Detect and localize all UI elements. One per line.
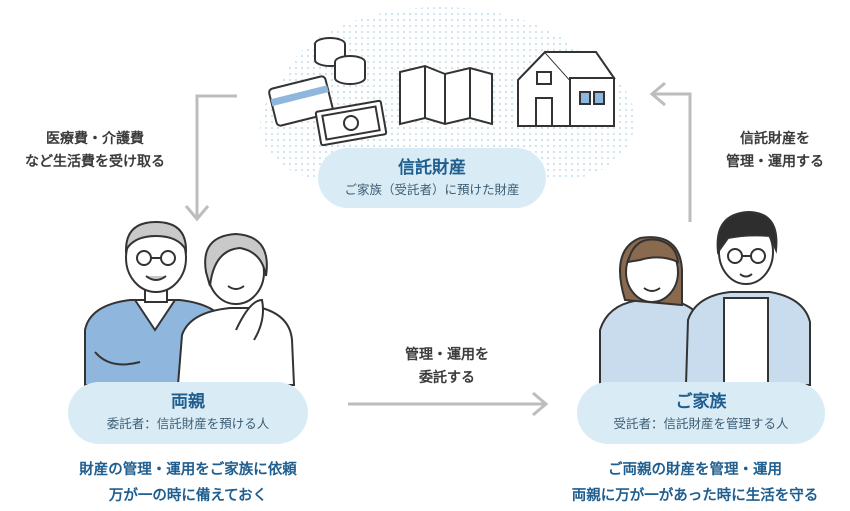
trust-asset-card: 信託財産 ご家族（受託者）に預けた財産 [318,148,546,208]
coins-icon [314,37,366,85]
family-title: ご家族 [675,392,727,412]
house-icon [517,50,616,127]
parents-description-line2: 万が一の時に備えておく [108,488,268,504]
grandmother-illustration [176,232,296,386]
family-description-line1: ご両親の財産を管理・運用 [608,462,782,478]
arrow-family-to-trust [649,81,692,222]
son-illustration [684,210,811,386]
flow-label-manage-line1: 信託財産を [740,131,810,147]
parents-subtitle: 委託者：信託財産を預ける人 [106,416,270,431]
family-subtitle: 受託者：信託財産を管理する人 [613,416,789,431]
flow-label-entrust: 管理・運用を 委託する [372,344,522,390]
flow-label-entrust-line1: 管理・運用を [405,347,489,363]
flow-label-receive-line2: など生活費を受け取る [25,154,165,170]
flow-label-manage: 信託財産を 管理・運用する [700,128,850,174]
parents-description-line1: 財産の管理・運用をご家族に依頼 [79,462,297,478]
flow-label-manage-line2: 管理・運用する [726,154,824,170]
banknote-icon [314,99,388,147]
family-card: ご家族 受託者：信託財産を管理する人 [577,382,825,444]
flow-label-entrust-line2: 委託する [419,370,475,386]
parents-title: 両親 [171,392,205,412]
arrow-trust-to-parents [184,94,237,222]
family-description: ご両親の財産を管理・運用 両親に万が一があった時に生活を守る [540,457,850,509]
parents-card: 両親 委託者：信託財産を預ける人 [68,382,308,444]
parents-description: 財産の管理・運用をご家族に依頼 万が一の時に備えておく [20,457,356,509]
family-description-line2: 両親に万が一があった時に生活を守る [571,488,819,504]
trust-asset-subtitle: ご家族（受託者）に預けた財産 [344,182,520,197]
flow-label-receive: 医療費・介護費 など生活費を受け取る [0,128,190,174]
arrow-parents-to-family [348,391,549,417]
trust-asset-title: 信託財産 [398,158,466,178]
land-map-icon [399,64,493,126]
daughter-illustration [599,236,707,386]
flow-label-receive-line1: 医療費・介護費 [46,131,144,147]
